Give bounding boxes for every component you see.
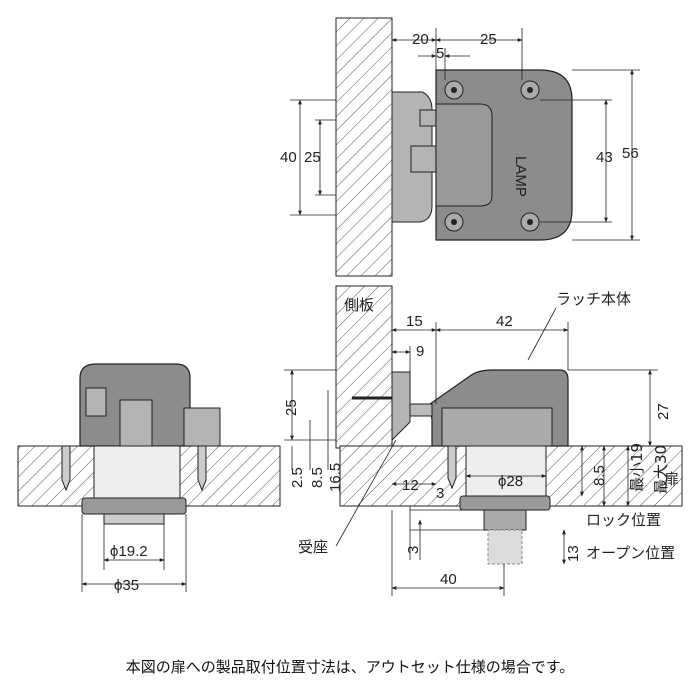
front-receiver (183, 407, 221, 447)
label-latch-body: ラッチ本体 (556, 290, 631, 308)
dim-phi19-2: ϕ19.2 (110, 543, 148, 560)
label-open-position: オープン位置 (586, 544, 675, 562)
dim-2-5: 2.5 (289, 467, 306, 488)
dim-40-bottom: 40 (440, 571, 457, 588)
dim-min19: 最小19 (628, 443, 646, 492)
caption: 本図の扉への製品取付位置寸法は、アウトセット仕様の場合です。 (126, 658, 575, 676)
dim-9: 9 (416, 343, 424, 360)
dim-phi28: ϕ28 (498, 473, 523, 490)
receiver-part (391, 371, 411, 442)
dim-40-left: 40 (280, 149, 297, 166)
dim-5: 5 (436, 45, 444, 62)
dim-3a: 3 (436, 485, 444, 502)
dim-16-5: 16.5 (327, 463, 344, 492)
dim-25-top: 25 (480, 31, 497, 48)
dim-8-5-right: 8.5 (591, 465, 608, 486)
dim-20: 20 (412, 31, 429, 48)
dim-56: 56 (622, 145, 639, 162)
dim-43: 43 (596, 149, 613, 166)
dim-42: 42 (496, 313, 513, 330)
dim-15: 15 (406, 313, 423, 330)
dim-phi35: ϕ35 (114, 577, 139, 594)
dim-25-left: 25 (304, 149, 321, 166)
dim-3b: 3 (405, 546, 422, 554)
dim-12: 12 (402, 477, 419, 494)
dim-25-side: 25 (283, 399, 300, 416)
label-receiver: 受座 (298, 538, 328, 556)
label-door: 扉 (664, 470, 679, 488)
top-view: LAMP 20 25 5 40 25 43 56 (280, 17, 640, 277)
label-lock-position: ロック位置 (586, 511, 661, 529)
dim-max30: 最大30 (652, 445, 670, 494)
front-view: ϕ19.2 ϕ35 (17, 363, 281, 594)
dim-13: 13 (565, 545, 582, 562)
brand-mark: LAMP (512, 156, 529, 197)
dim-27: 27 (655, 403, 672, 420)
side-panel-section (335, 17, 393, 277)
dim-8-5: 8.5 (309, 467, 326, 488)
side-panel-lower (335, 285, 393, 449)
side-view: 側板 ラッチ本体 扉 受座 ロック位置 オープン位置 15 42 9 25 2.… (283, 285, 683, 596)
label-side-panel: 側板 (344, 296, 374, 314)
